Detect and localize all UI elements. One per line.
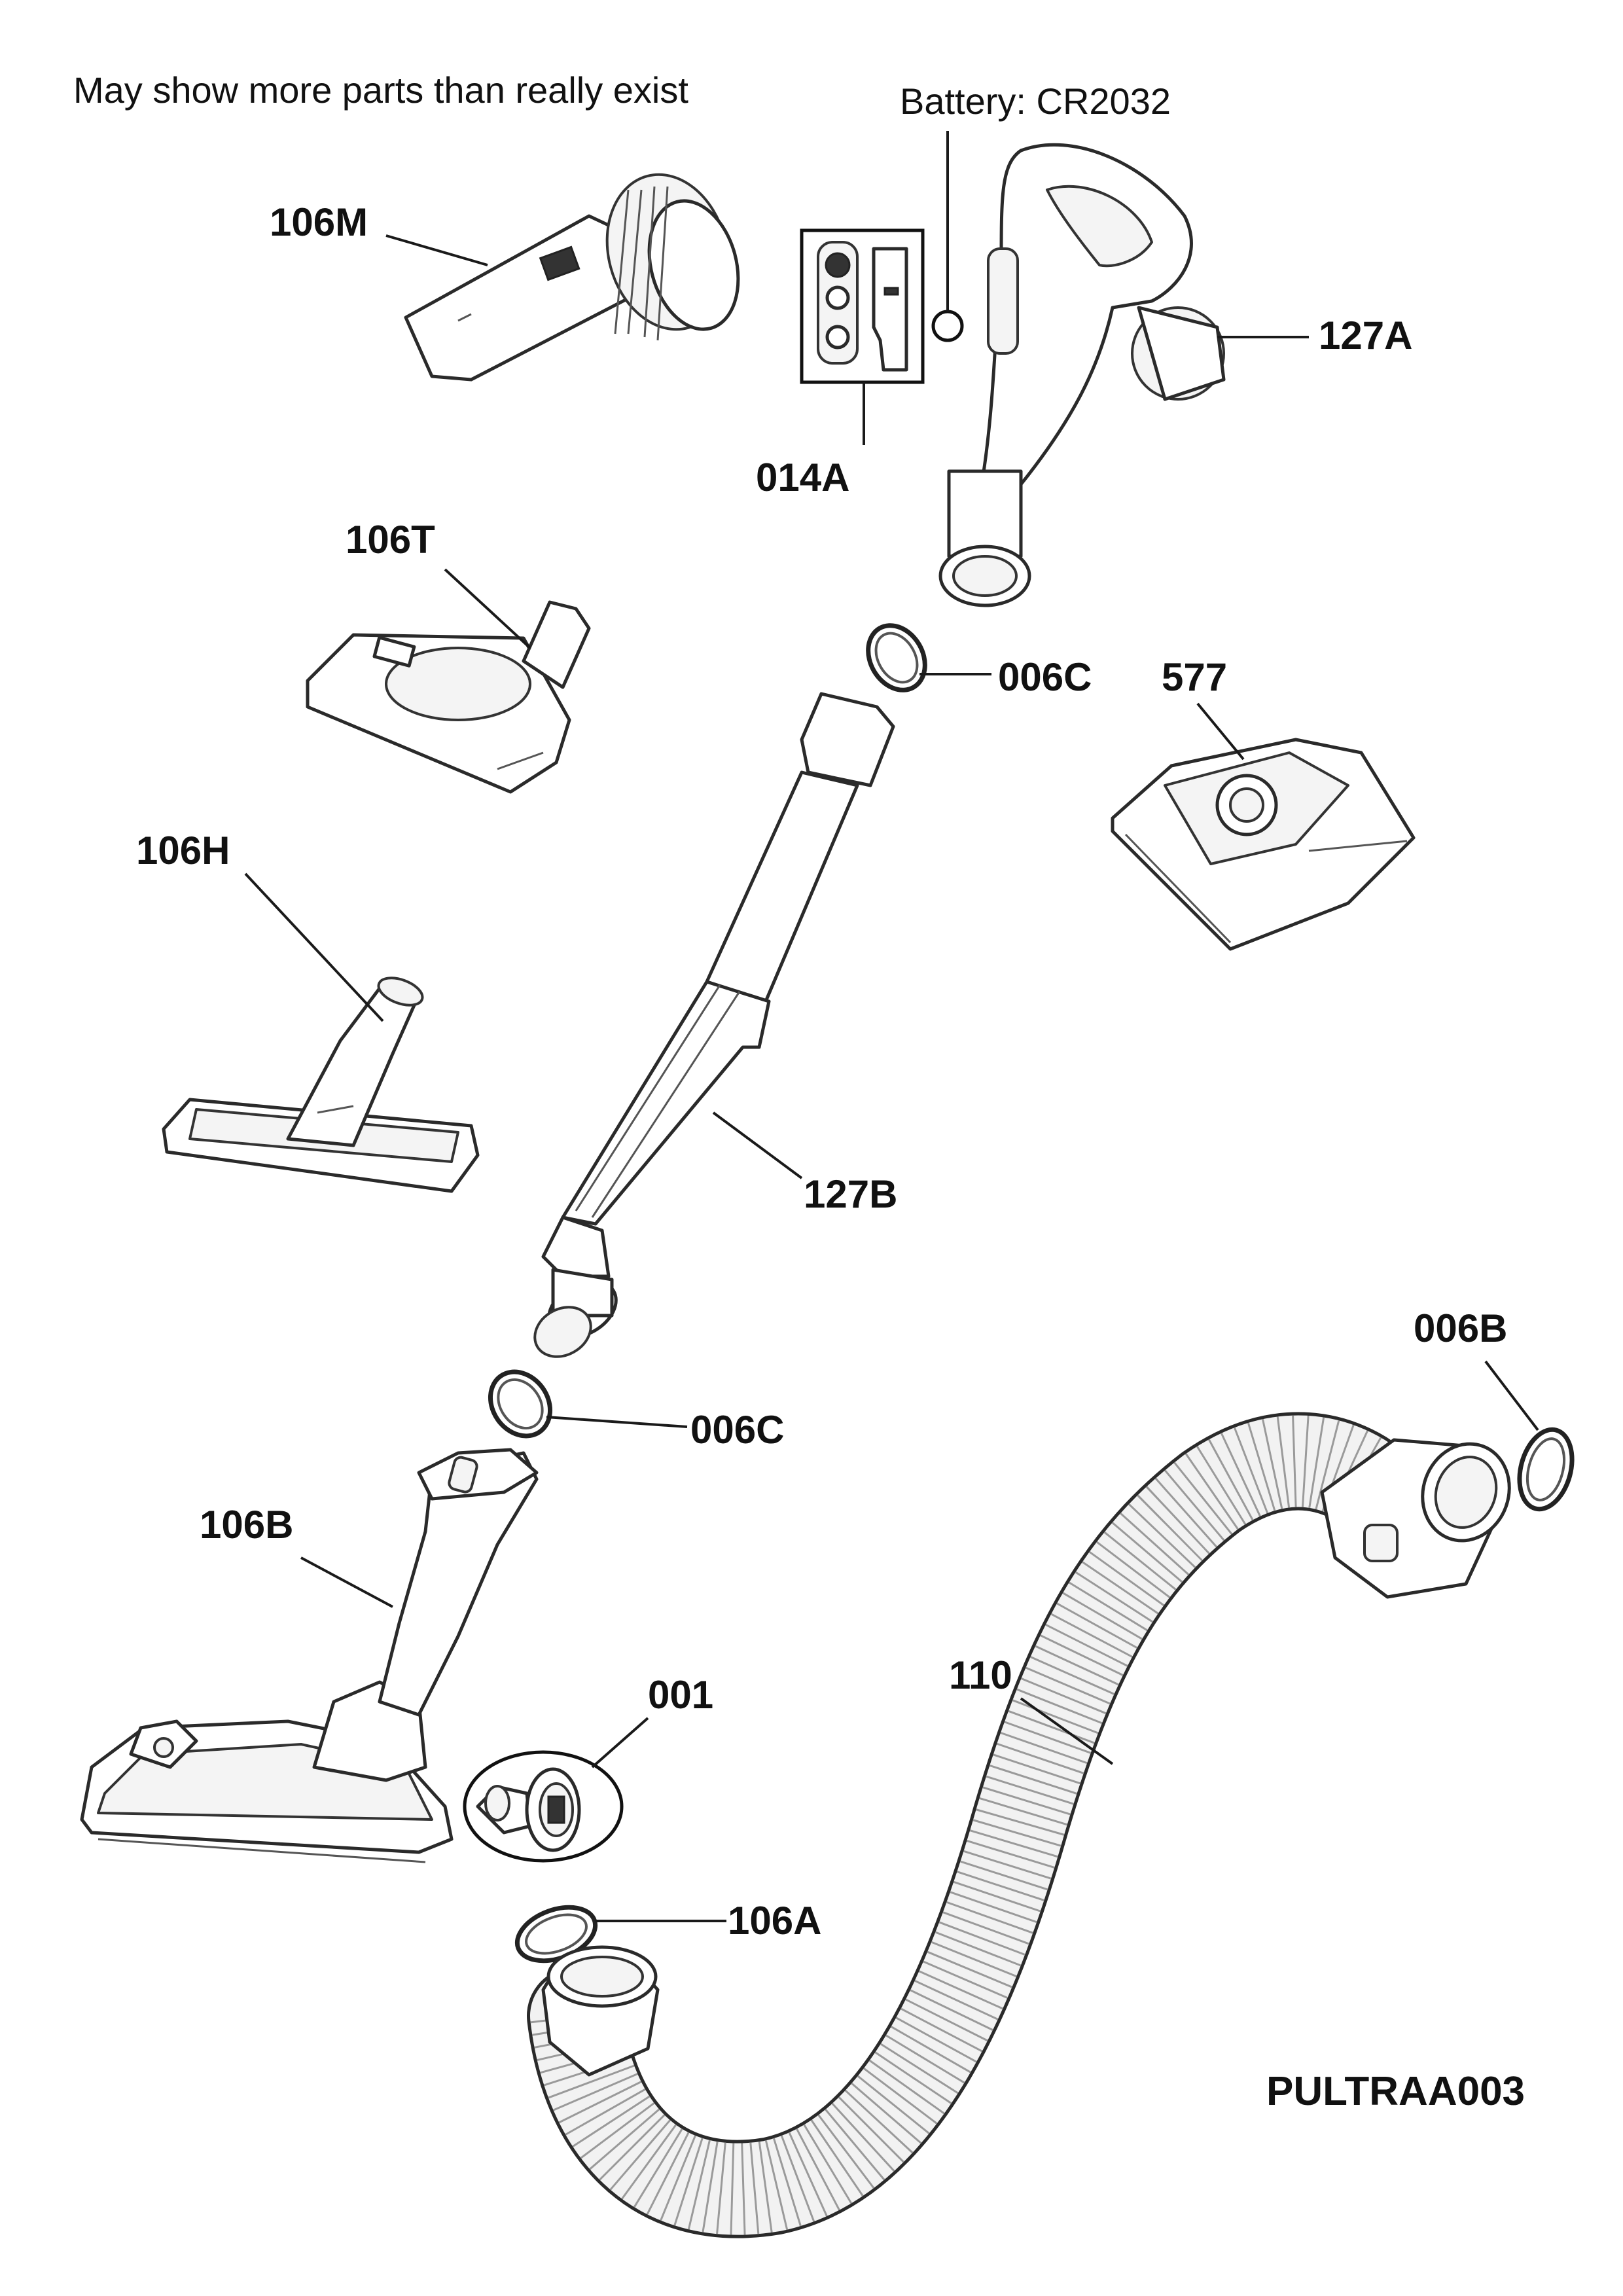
part-106H-drawing [162, 977, 480, 1193]
label-110: 110 [949, 1653, 1012, 1697]
leader-106B [300, 1556, 393, 1608]
part-001-drawing [463, 1750, 624, 1863]
label-106M: 106M [270, 200, 368, 244]
leader-006C-bottom [546, 1416, 688, 1428]
part-006B-drawing [1517, 1427, 1575, 1512]
part-110-drawing [527, 1412, 1511, 2238]
leader-106T [444, 568, 531, 649]
label-006C-bottom: 006C [690, 1408, 785, 1452]
label-014A: 014A [756, 456, 850, 499]
label-106B: 106B [200, 1503, 294, 1547]
label-106T: 106T [346, 518, 435, 562]
label-127B: 127B [804, 1172, 898, 1216]
leader-110 [1020, 1697, 1114, 1765]
part-006C-bottom-drawing [488, 1369, 553, 1439]
battery-marker [931, 310, 964, 342]
part-106B-drawing [80, 1448, 539, 1863]
label-106A: 106A [728, 1899, 822, 1943]
leader-106H [244, 872, 384, 1022]
label-106H: 106H [136, 829, 230, 872]
part-106T-drawing [306, 600, 591, 794]
note-text: May show more parts than really exist [73, 69, 688, 111]
leader-127B [712, 1111, 803, 1179]
label-577: 577 [1162, 655, 1228, 699]
part-106M-drawing [404, 173, 740, 382]
part-127A-drawing [938, 143, 1226, 607]
battery-label: Battery: CR2032 [900, 81, 1171, 122]
diagram-code: PULTRAA003 [1266, 2069, 1525, 2114]
part-577-drawing [1111, 738, 1416, 951]
label-006C-top: 006C [998, 655, 1092, 699]
part-014A-drawing [800, 228, 925, 384]
part-006C-top-drawing [866, 623, 927, 692]
part-127B-drawing [533, 692, 895, 1358]
label-127A: 127A [1319, 314, 1413, 357]
label-006B: 006B [1414, 1306, 1508, 1350]
label-001: 001 [648, 1673, 714, 1717]
leader-577 [1196, 702, 1245, 761]
leader-106M [385, 234, 488, 266]
leader-001 [591, 1717, 649, 1768]
leader-006B [1484, 1360, 1539, 1431]
